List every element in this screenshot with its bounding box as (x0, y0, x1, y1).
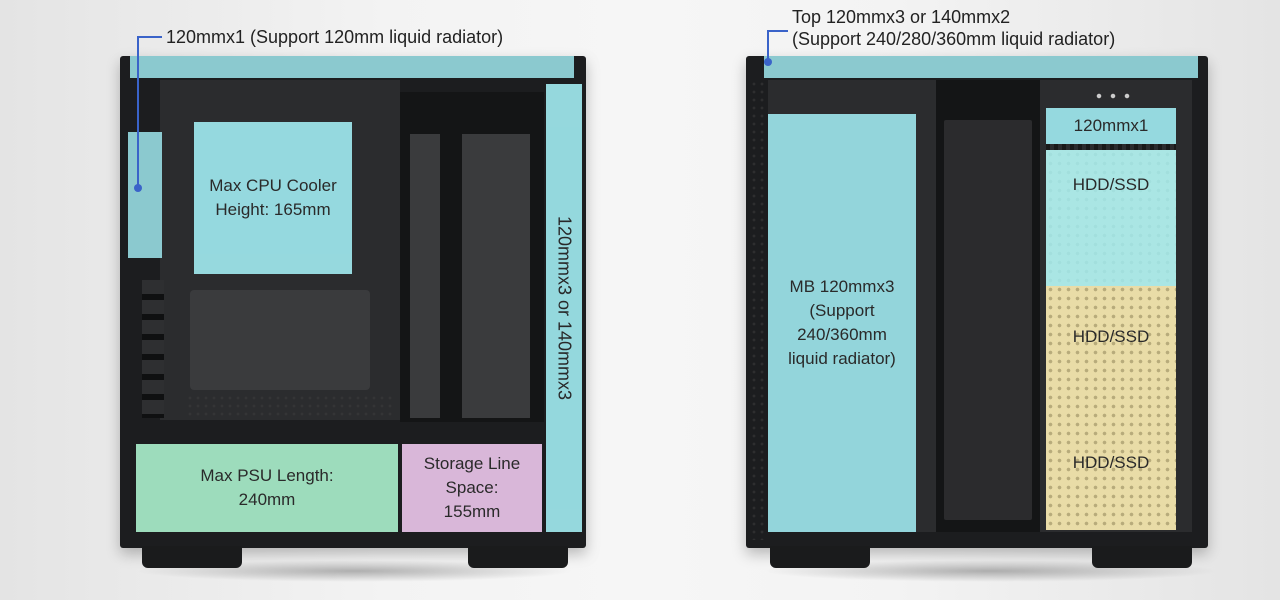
left-case-foot-left (142, 546, 242, 568)
hdd-1-overlay (1046, 150, 1176, 286)
mb-fans-overlay: MB 120mmx3 (Support 240/360mm liquid rad… (768, 114, 916, 532)
left-case-diagram: Max CPU Cooler Height: 165mm 120mmx3 or … (120, 27, 586, 582)
left-expansion-slots (142, 280, 164, 418)
psu-overlay: Max PSU Length: 240mm (136, 444, 398, 532)
top-fans-leader-vertical (767, 30, 769, 60)
left-drive-cage-slot (440, 134, 462, 418)
right-top-fans-label: Top 120mmx3 or 140mmx2 (Support 240/280/… (792, 7, 1116, 49)
mb-fans-label: MB 120mmx3 (Support 240/360mm liquid rad… (788, 277, 896, 368)
right-case-foot-right (1092, 546, 1192, 568)
psu-label: Max PSU Length: 240mm (200, 466, 334, 509)
left-rear-fan-overlay (128, 132, 162, 258)
cpu-cooler-label: Max CPU Cooler Height: 165mm (209, 176, 337, 219)
right-front-mesh (750, 80, 764, 540)
hdd-2-label: HDD/SSD (1072, 327, 1150, 346)
right-case-foot-left (770, 546, 870, 568)
right-io-ports (1092, 92, 1132, 100)
cpu-cooler-overlay: Max CPU Cooler Height: 165mm (194, 122, 352, 274)
fan-120-perforation (1046, 144, 1176, 150)
left-top-fan-label: 120mmx1 (Support 120mm liquid radiator) (166, 27, 504, 47)
left-top-fan-overlay (130, 56, 574, 78)
front-fans-overlay: 120mmx3 or 140mmx3 (546, 84, 582, 532)
right-case-diagram: MB 120mmx3 (Support 240/360mm liquid rad… (640, 0, 1280, 600)
hdd-3-label: HDD/SSD (1072, 453, 1150, 472)
top-fans-leader-dot (764, 58, 772, 66)
hdd-1-label: HDD/SSD (1072, 175, 1150, 194)
top-fan-leader-horizontal (138, 36, 162, 38)
top-fan-leader-dot (134, 184, 142, 192)
top-fans-leader-horizontal (768, 30, 788, 32)
left-psu-shroud-vent (186, 394, 396, 420)
hdd-1-slot: HDD/SSD (1046, 170, 1176, 200)
front-fans-label: 120mmx3 or 140mmx3 (554, 215, 575, 401)
left-tray-cutout (190, 290, 370, 390)
hdd-2-slot: HDD/SSD (1046, 322, 1176, 352)
fan-120-overlay: 120mmx1 (1046, 108, 1176, 144)
right-cable-bar (944, 120, 1032, 520)
storage-line-overlay: Storage Line Space: 155mm (402, 444, 542, 532)
right-top-fans-overlay (764, 56, 1198, 78)
left-drive-cage (410, 134, 530, 418)
left-case-shadow (135, 560, 575, 582)
left-case-foot-right (468, 546, 568, 568)
storage-line-label: Storage Line Space: 155mm (423, 454, 521, 521)
top-fan-leader-vertical (137, 36, 139, 186)
hdd-3-slot: HDD/SSD (1046, 448, 1176, 478)
fan-120-label: 120mmx1 (1073, 116, 1149, 135)
